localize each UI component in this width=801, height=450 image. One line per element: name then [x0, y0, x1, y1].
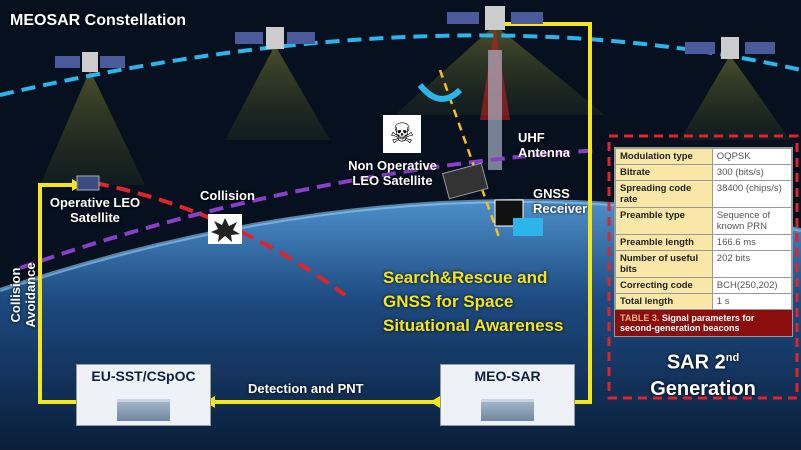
headline: Search&Rescue and GNSS for Space Situati… — [383, 266, 563, 338]
detection-pnt-label: Detection and PNT — [248, 381, 364, 396]
node-meo-sar: MEO-SAR — [440, 364, 575, 426]
rotation-arrow-icon — [417, 83, 463, 102]
node-meo-sar-label: MEO-SAR — [474, 368, 541, 384]
param-name: Spreading code rate — [615, 180, 713, 208]
sar2-label: SAR 2nd Generation — [612, 345, 794, 402]
leo-orbit — [19, 148, 601, 270]
param-value: OQPSK — [711, 148, 793, 165]
sar2-sup: nd — [725, 352, 740, 364]
param-value: 1 s — [711, 293, 793, 310]
collision-avoidance-label: Collision Avoidance — [8, 262, 38, 328]
gnss-module-icon — [513, 218, 543, 236]
param-name: Preamble type — [615, 207, 713, 235]
title: MEOSAR Constellation — [10, 12, 187, 29]
operative-leo-label: Operative LEO Satellite — [49, 195, 141, 225]
uhf-antenna-label: UHF Antenna — [518, 130, 570, 160]
table-number: TABLE 3. — [620, 313, 660, 323]
loop-lines — [38, 22, 592, 404]
table-caption: TABLE 3. Signal parameters for second-ge… — [615, 310, 792, 336]
param-name: Modulation type — [615, 148, 713, 165]
node-eu-sst-label: EU-SST/CSpOC — [91, 368, 196, 384]
param-value: BCH(250,202) — [711, 277, 793, 294]
sar2-line-1: SAR 2 — [666, 351, 726, 374]
param-value: 300 (bits/s) — [711, 164, 793, 181]
param-name: Preamble length — [615, 234, 713, 251]
param-value: 202 bits — [711, 250, 793, 278]
param-value: 166.6 ms — [711, 234, 793, 251]
headline-line-3: Situational Awareness — [383, 316, 564, 335]
param-value: 38400 (chips/s) — [711, 180, 793, 208]
collision-label: Collision — [200, 188, 255, 203]
node-eu-sst: EU-SST/CSpOC — [76, 364, 211, 426]
sar2-line-2: Generation — [650, 377, 756, 400]
non-operative-label: Non Operative LEO Satellite — [348, 158, 437, 188]
headline-line-2: GNSS for Space — [383, 292, 514, 311]
param-name: Number of useful bits — [615, 250, 713, 278]
building-icon — [116, 399, 171, 421]
sar2-frame — [607, 134, 799, 400]
meo-orbit — [0, 33, 801, 97]
building-icon — [480, 399, 535, 421]
headline-line-1: Search&Rescue and — [383, 268, 548, 287]
param-name: Correcting code — [615, 277, 713, 294]
param-name: Total length — [615, 293, 713, 310]
param-value: Sequence of known PRN — [711, 207, 793, 235]
satellites — [55, 6, 775, 200]
gnss-receiver-label: GNSS Receiver — [533, 186, 588, 216]
skull-icon: ☠ — [383, 115, 421, 153]
uhf-antenna — [488, 50, 502, 170]
param-name: Bitrate — [615, 164, 713, 181]
table-caption-text: Signal parameters for second-generation … — [620, 313, 755, 333]
